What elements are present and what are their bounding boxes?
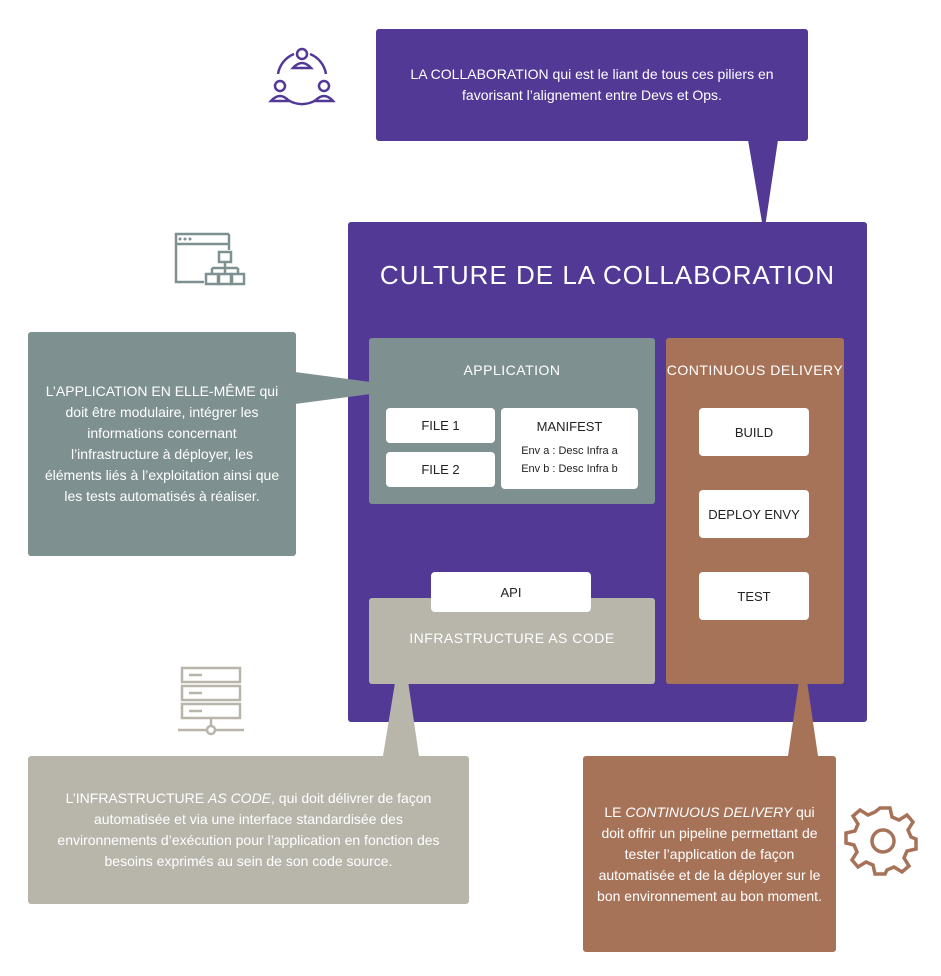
infrastructure-pillar: INFRASTRUCTURE AS CODE bbox=[369, 598, 655, 684]
callout-delivery-lead-italic: CONTINUOUS DELIVERY bbox=[625, 803, 793, 820]
callout-infrastructure-lead-italic: AS CODE bbox=[208, 790, 272, 806]
callout-delivery: LE CONTINUOUS DELIVERY qui doit offrir u… bbox=[583, 756, 836, 952]
manifest-title: MANIFEST bbox=[536, 419, 603, 434]
callout-delivery-lead: LE bbox=[604, 803, 626, 820]
culture-panel: CULTURE DE LA COLLABORATION APPLICATION … bbox=[348, 222, 867, 722]
infrastructure-title: INFRASTRUCTURE AS CODE bbox=[409, 630, 615, 646]
callout-application-pointer bbox=[295, 372, 416, 404]
manifest-line2: Env b : Desc Infra b bbox=[521, 463, 618, 475]
delivery-step-test: TEST bbox=[699, 572, 809, 620]
gear-icon bbox=[844, 806, 918, 876]
file1-box: FILE 1 bbox=[386, 408, 495, 443]
delivery-step-deploy: DEPLOY ENVY bbox=[699, 490, 809, 538]
application-title: APPLICATION bbox=[463, 362, 561, 378]
file2-box: FILE 2 bbox=[386, 452, 495, 487]
callout-infrastructure-pointer bbox=[383, 640, 419, 756]
callout-collaboration: LA COLLABORATION qui est le liant de tou… bbox=[376, 29, 808, 141]
delivery-pillar: CONTINUOUS DELIVERY BUILD DEPLOY ENVY TE… bbox=[666, 338, 844, 684]
application-sitemap-icon bbox=[174, 232, 246, 286]
server-stack-icon bbox=[178, 666, 244, 736]
callout-delivery-pointer bbox=[788, 654, 818, 756]
application-pillar: APPLICATION FILE 1 FILE 2 MANIFEST Env a… bbox=[369, 338, 655, 504]
callout-infrastructure: L’INFRASTRUCTURE AS CODE, qui doit déliv… bbox=[28, 756, 469, 904]
culture-title: CULTURE DE LA COLLABORATION bbox=[379, 260, 836, 290]
callout-application-text: qui doit être modulaire, intégrer les in… bbox=[44, 383, 280, 504]
callout-collaboration-lead: LA COLLABORATION bbox=[410, 66, 549, 82]
manifest-box: MANIFEST Env a : Desc Infra a Env b : De… bbox=[501, 408, 638, 489]
api-box: API bbox=[431, 572, 591, 612]
delivery-title: CONTINUOUS DELIVERY bbox=[666, 362, 844, 378]
delivery-step-build: BUILD bbox=[699, 408, 809, 456]
people-network-icon bbox=[268, 47, 336, 106]
callout-collaboration-text: qui est le liant de tous ces piliers en … bbox=[462, 66, 774, 103]
callout-application-lead: L’APPLICATION EN ELLE-MÊME bbox=[45, 383, 256, 399]
callout-infrastructure-lead: L’INFRASTRUCTURE bbox=[65, 790, 208, 806]
callout-delivery-text: qui doit offrir un pipeline permettant d… bbox=[597, 803, 822, 904]
callout-application: L’APPLICATION EN ELLE-MÊME qui doit être… bbox=[28, 332, 296, 556]
callout-infrastructure-text: , qui doit délivrer de façon automatisée… bbox=[57, 790, 440, 869]
manifest-line1: Env a : Desc Infra a bbox=[521, 445, 618, 457]
